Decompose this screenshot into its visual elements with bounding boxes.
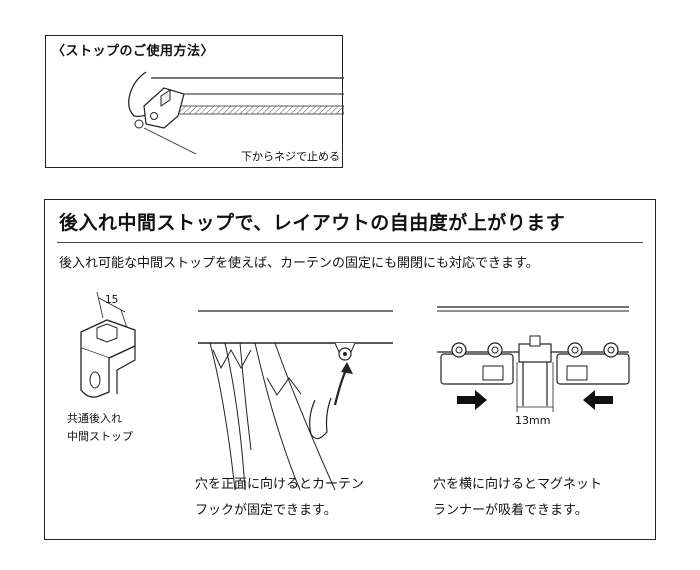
stop-part-drawing	[80, 291, 136, 398]
part-name-line1: 共通後入れ	[67, 412, 122, 425]
hook-caption-line1: 穴を正面に向けるとカーテン	[195, 477, 365, 492]
curtain-hook-drawing	[198, 310, 393, 491]
rail-stop-illustration	[128, 71, 344, 155]
part-dimension-label: 15	[105, 294, 119, 306]
part-name-line2: 中間ストップ	[67, 430, 133, 443]
gap-dimension-label: 13mm	[515, 414, 551, 427]
magnet-caption-line1: 穴を横に向けるとマグネット	[433, 477, 603, 492]
feature-title: 後入れ中間ストップで、レイアウトの自由度が上がります	[59, 212, 566, 234]
magnet-caption-line2: ランナーが吸着できます。	[433, 503, 588, 518]
hook-caption-line2: フックが固定できます。	[195, 503, 337, 518]
magnet-runner-drawing	[437, 306, 630, 412]
feature-subtitle: 後入れ可能な中間ストップを使えば、カーテンの固定にも開閉にも対応できます。	[59, 256, 539, 271]
feature-panel: 後入れ中間ストップで、レイアウトの自由度が上がります 後入れ可能な中間ストップを…	[44, 199, 656, 540]
title-divider	[57, 242, 643, 243]
feature-illustrations	[80, 291, 630, 491]
usage-panel: 〈ストップのご使用方法〉 下からネジで止める	[45, 35, 344, 168]
usage-caption: 下からネジで止める	[241, 150, 340, 163]
usage-title: 〈ストップのご使用方法〉	[52, 44, 215, 59]
